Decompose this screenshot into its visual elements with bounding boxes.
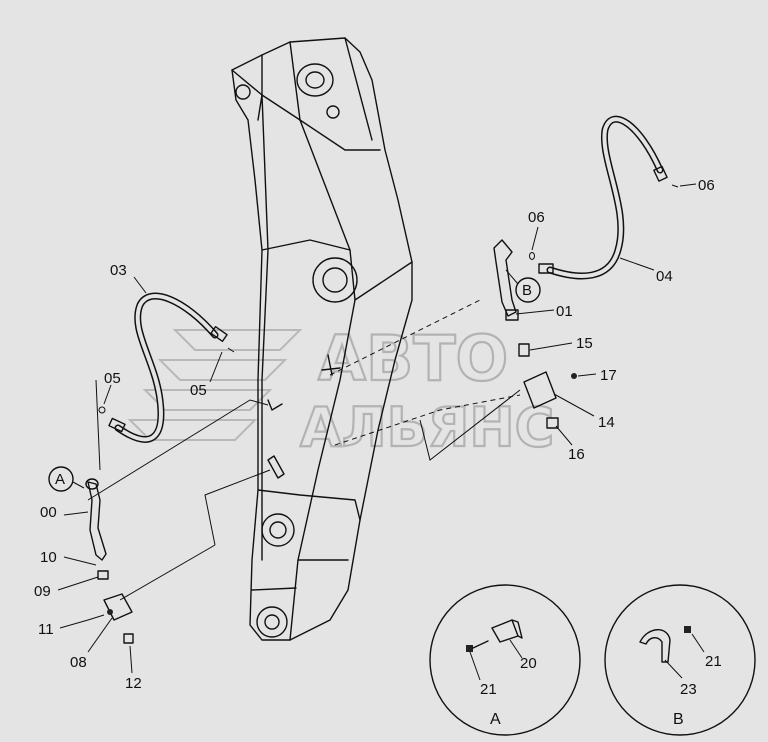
part-label-05-left: 05 (104, 370, 121, 387)
left-pipe-assembly (85, 478, 134, 644)
right-pipe-assembly (493, 239, 577, 429)
detail-view-b: B (604, 584, 756, 736)
part-label-06-mid: 06 (528, 209, 545, 226)
left-hose-assembly (98, 292, 235, 443)
part-label-10: 10 (40, 549, 57, 566)
part-label-00: 00 (40, 504, 57, 521)
right-hose-assembly (529, 115, 679, 280)
boom-arm (231, 37, 413, 641)
part-label-16: 16 (568, 446, 585, 463)
part-label-04: 04 (656, 268, 673, 285)
callout-b-label: B (522, 282, 532, 299)
part-label-03: 03 (110, 262, 127, 279)
part-label-17: 17 (600, 367, 617, 384)
detail-view-a-label: A (490, 711, 501, 728)
part-label-11: 11 (38, 621, 54, 638)
part-label-20: 20 (520, 655, 537, 672)
part-label-06-top: 06 (698, 177, 715, 194)
callout-a-label: A (55, 471, 65, 488)
part-label-08: 08 (70, 654, 87, 671)
part-label-23: 23 (680, 681, 697, 698)
part-label-14: 14 (598, 414, 615, 431)
detail-view-a: A (429, 584, 581, 736)
part-label-05-right: 05 (190, 382, 207, 399)
callout-b: B (505, 269, 541, 303)
leader-lines (57, 183, 697, 674)
part-label-21-view-b: 21 (705, 653, 722, 670)
watermark-logo-icon (127, 329, 303, 441)
part-label-01: 01 (556, 303, 573, 320)
detail-view-b-label: B (673, 711, 684, 728)
part-label-15: 15 (576, 335, 593, 352)
part-labels: 00 01 03 04 05 05 06 06 08 09 10 11 12 1… (34, 177, 722, 698)
part-label-21-view-a: 21 (480, 681, 497, 698)
part-label-12: 12 (125, 675, 142, 692)
callout-a: A (48, 466, 85, 492)
routing-lines (87, 299, 521, 601)
part-label-09: 09 (34, 583, 51, 600)
